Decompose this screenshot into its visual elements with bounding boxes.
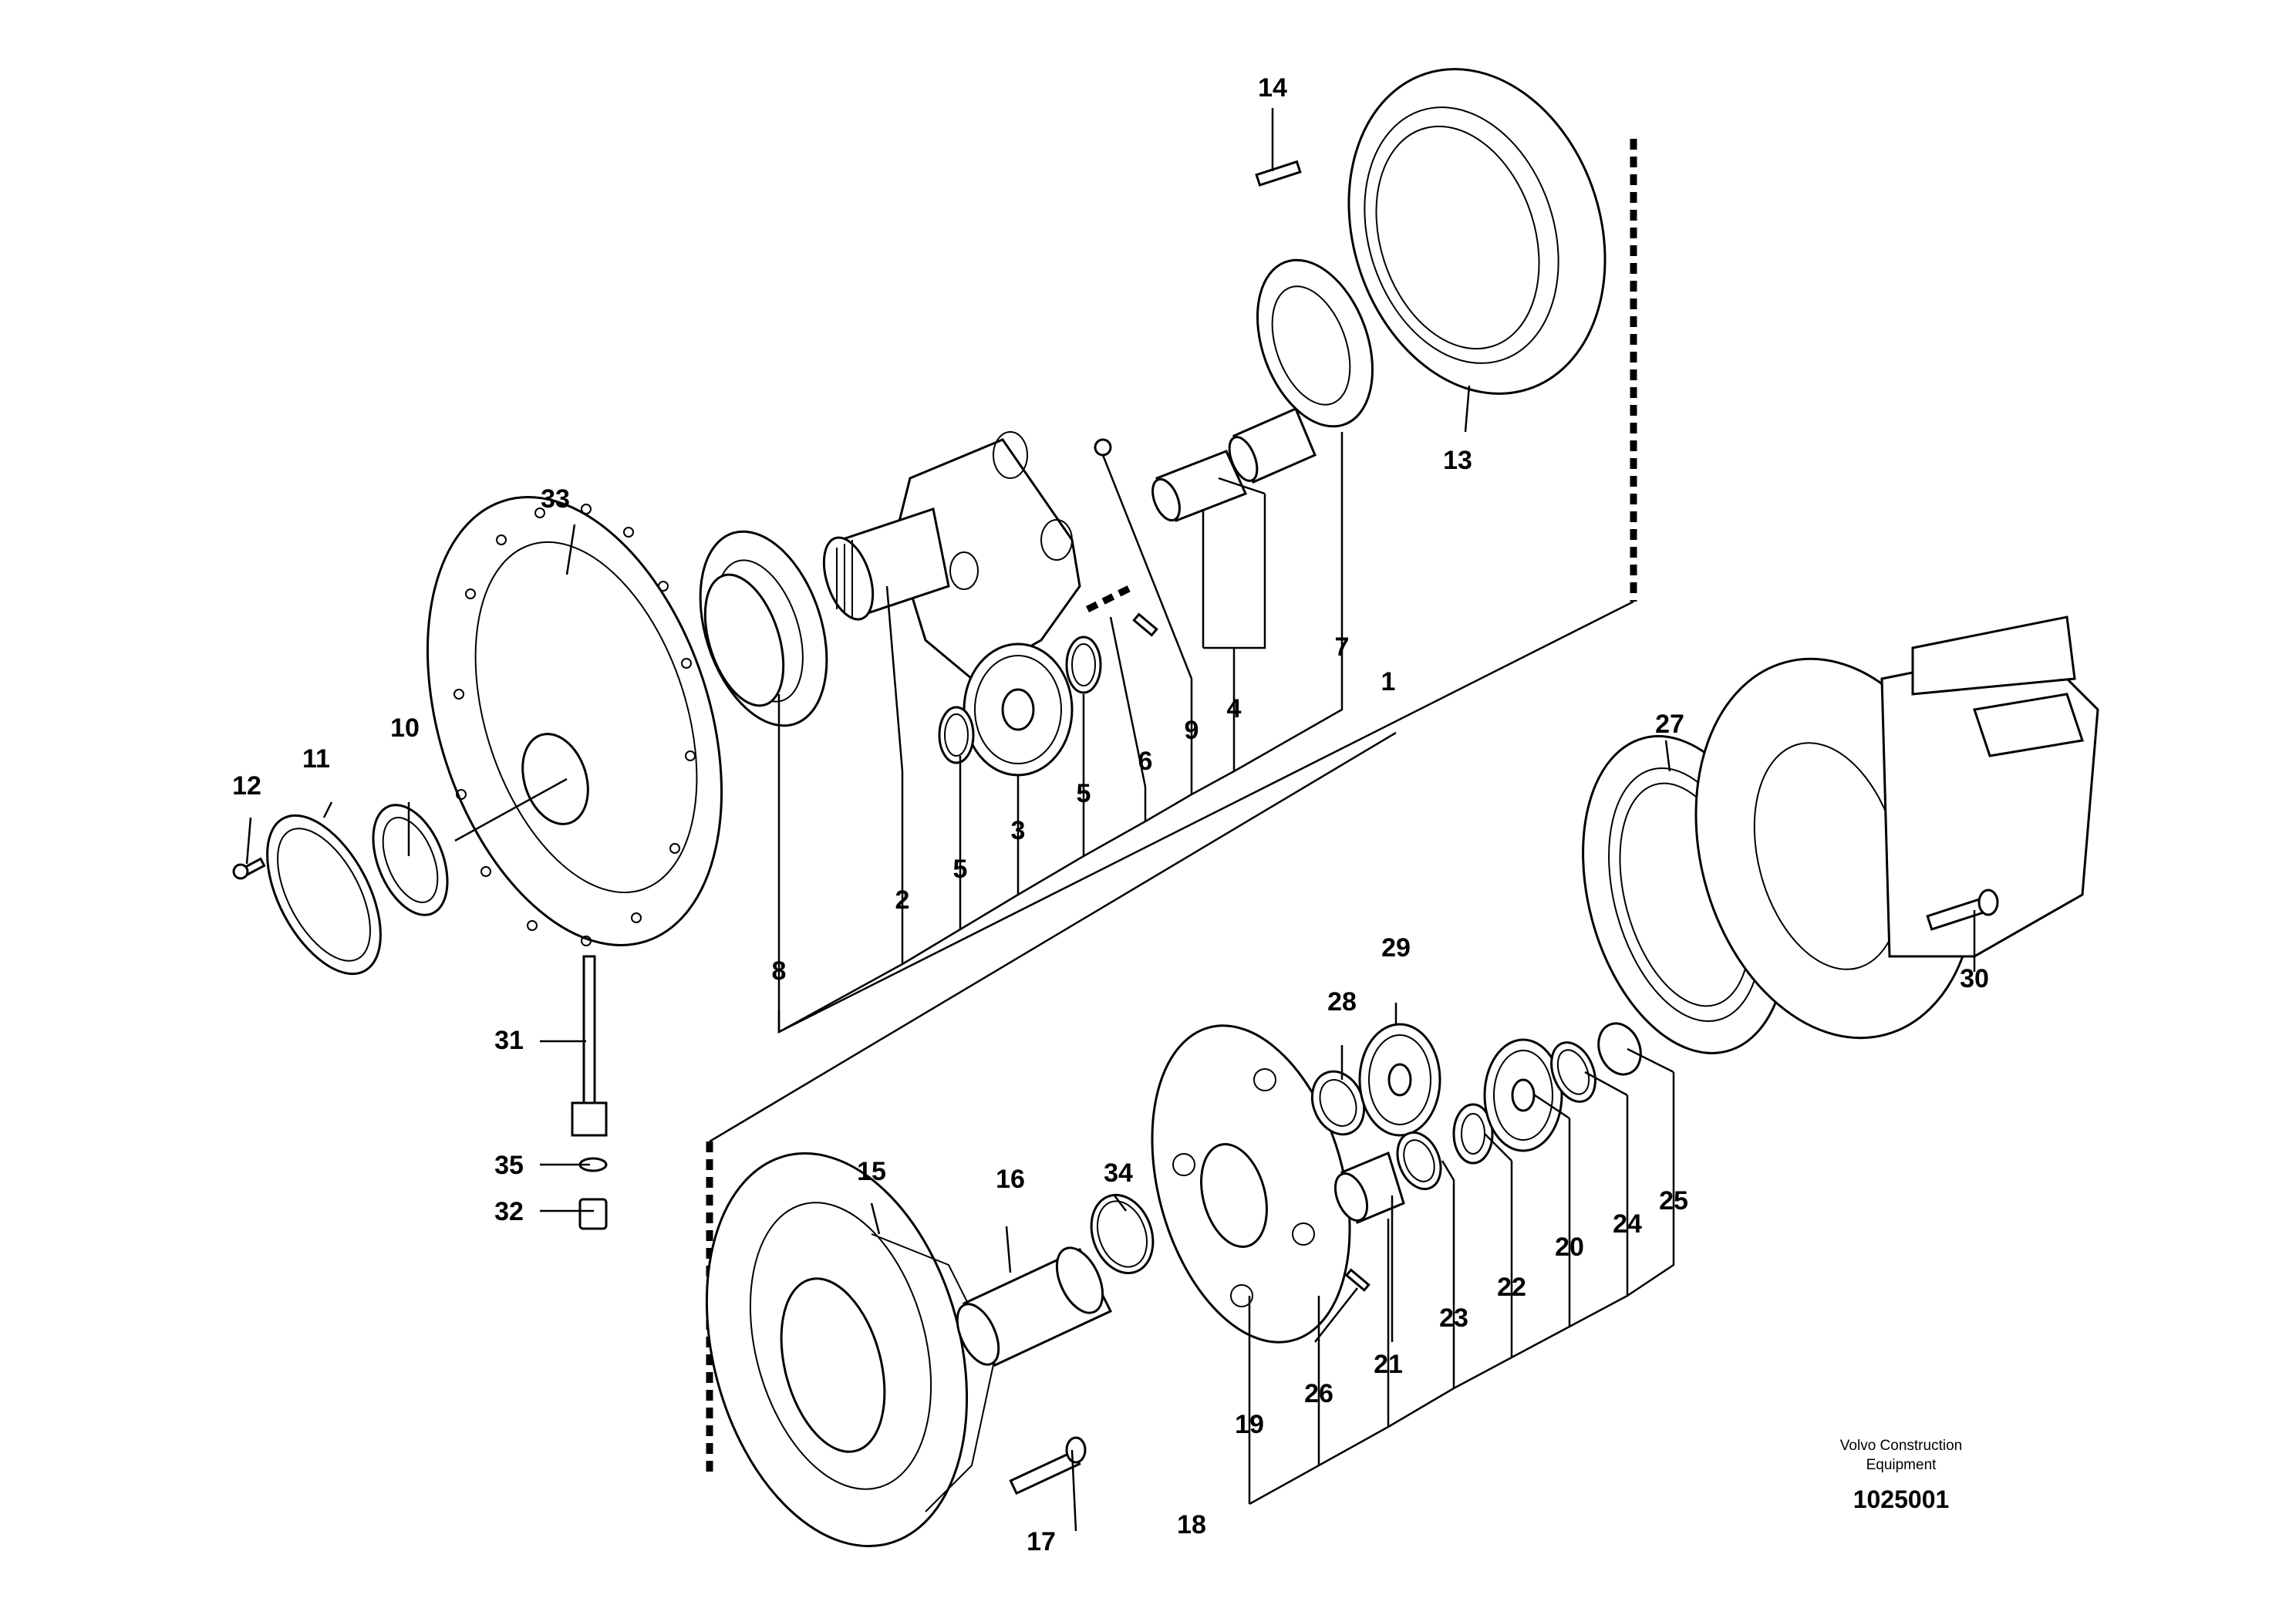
planet-gear-29 xyxy=(1358,1023,1441,1137)
callout-29: 29 xyxy=(1381,933,1411,963)
callout-30: 30 xyxy=(1960,964,1989,993)
title-block: Volvo Construction Equipment 1025001 xyxy=(1840,1438,1962,1513)
callout-labels: 1 2 3 4 5 5 6 7 8 9 10 11 12 13 14 15 16… xyxy=(232,73,1989,1556)
callout-16: 16 xyxy=(996,1165,1025,1194)
callout-25: 25 xyxy=(1659,1186,1688,1216)
planet-gear-20 xyxy=(1483,1038,1563,1152)
callout-26: 26 xyxy=(1304,1379,1333,1408)
hydraulic-motor xyxy=(1694,615,2099,1040)
snap-ring-34 xyxy=(1090,1193,1155,1275)
callout-34: 34 xyxy=(1104,1158,1133,1188)
callout-4: 4 xyxy=(1227,694,1242,723)
callout-14: 14 xyxy=(1258,73,1287,103)
callout-1: 1 xyxy=(1381,667,1396,696)
thrust-washer-23 xyxy=(1396,1131,1442,1191)
callout-10: 10 xyxy=(390,713,420,743)
callout-8: 8 xyxy=(772,956,787,986)
callout-9: 9 xyxy=(1185,716,1199,745)
callout-5b: 5 xyxy=(1077,779,1091,808)
callout-19: 19 xyxy=(1235,1410,1264,1439)
callout-31: 31 xyxy=(494,1026,524,1055)
thrust-washer-5b xyxy=(1065,636,1102,694)
bolt-30 xyxy=(1926,889,1999,931)
callout-33: 33 xyxy=(541,484,570,514)
thrust-washer-24 xyxy=(1550,1041,1596,1103)
thrust-washer-5a xyxy=(938,706,975,764)
callout-11: 11 xyxy=(302,744,330,774)
callout-32: 32 xyxy=(494,1197,524,1226)
bolt-12 xyxy=(232,857,266,880)
plug-32 xyxy=(578,1198,608,1230)
carrier-plate-19 xyxy=(1151,1024,1351,1344)
callout-24: 24 xyxy=(1613,1209,1642,1239)
seal-ring-10 xyxy=(372,804,449,916)
callout-3: 3 xyxy=(1011,816,1026,845)
cover-plate-11 xyxy=(266,814,382,976)
needle-bearing-4 xyxy=(1151,450,1248,522)
callout-21: 21 xyxy=(1374,1350,1403,1379)
callout-35: 35 xyxy=(494,1151,524,1180)
callout-20: 20 xyxy=(1555,1233,1584,1262)
pin-sleeve-4 xyxy=(1228,407,1317,484)
callout-7: 7 xyxy=(1335,632,1350,662)
housing-15 xyxy=(705,1152,996,1548)
callout-13: 13 xyxy=(1443,446,1472,475)
pin-14 xyxy=(1255,160,1302,187)
spring-pin-6 xyxy=(1132,612,1158,637)
callout-12: 12 xyxy=(232,771,261,801)
sun-shaft-16 xyxy=(956,1246,1113,1367)
callout-5a: 5 xyxy=(953,855,968,884)
brand-line-2: Equipment xyxy=(1866,1457,1937,1473)
callout-17: 17 xyxy=(1027,1527,1056,1556)
drawing-number: 1025001 xyxy=(1853,1485,1950,1513)
bearing-7 xyxy=(1256,258,1374,428)
callout-2: 2 xyxy=(895,885,910,915)
callout-28: 28 xyxy=(1327,987,1357,1017)
needle-bearing-21 xyxy=(1333,1151,1405,1225)
leader-lines xyxy=(245,108,1976,1532)
cover-flange xyxy=(426,496,723,946)
callout-23: 23 xyxy=(1439,1303,1468,1333)
callout-15: 15 xyxy=(857,1157,886,1186)
callout-27: 27 xyxy=(1655,710,1684,739)
snap-ring-25 xyxy=(1597,1022,1642,1076)
pin-26 xyxy=(1344,1268,1371,1292)
callout-6: 6 xyxy=(1138,747,1153,776)
planet-carrier-2 xyxy=(822,431,1081,680)
pin-9 xyxy=(1094,438,1112,457)
callout-22: 22 xyxy=(1497,1273,1526,1302)
planet-gear-3 xyxy=(963,642,1074,777)
bearing-8 xyxy=(699,530,828,727)
bolt-17 xyxy=(1009,1436,1087,1496)
shaft-31 xyxy=(571,955,608,1137)
callout-18: 18 xyxy=(1177,1510,1206,1539)
brand-line-1: Volvo Construction xyxy=(1840,1438,1962,1454)
ring-gear-13 xyxy=(1347,68,1607,395)
